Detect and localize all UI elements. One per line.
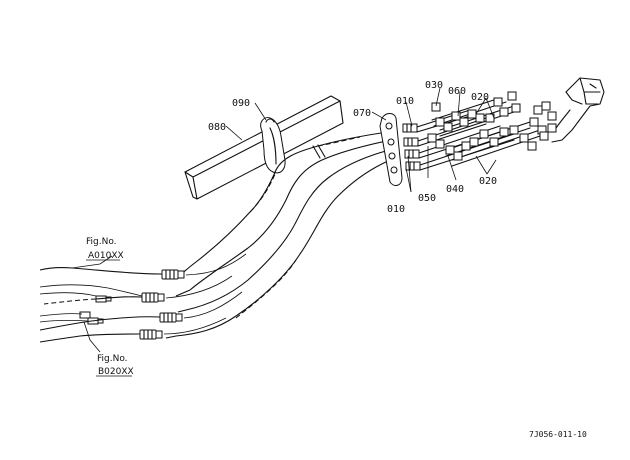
- adapter-row-3: [404, 149, 420, 159]
- manifold-fittings: [402, 91, 557, 171]
- fitting-lower-middle: [159, 312, 183, 323]
- callout-010-upper: 010: [396, 96, 414, 107]
- fig-a-title: Fig.No.: [86, 237, 117, 247]
- fitting-upper-middle: [141, 292, 165, 303]
- callout-050: 050: [418, 193, 436, 204]
- leader-lines: [71, 87, 497, 353]
- fitting-lower-left: [139, 329, 163, 340]
- hose-clamp-part-090: [260, 117, 286, 174]
- boom-bar-part-080: [184, 95, 344, 200]
- drawing-code: 7J056-011-10: [529, 430, 587, 439]
- callout-080: 080: [208, 122, 226, 133]
- fitting-upper-left: [161, 269, 185, 280]
- callout-040: 040: [446, 184, 464, 195]
- callout-070: 070: [353, 108, 371, 119]
- fig-b-code: B020XX: [98, 367, 134, 377]
- fig-a-code: A010XX: [88, 251, 124, 261]
- callout-020-upper: 020: [471, 92, 489, 103]
- callout-030: 030: [425, 80, 443, 91]
- callout-060: 060: [448, 86, 466, 97]
- callout-010-lower: 010: [387, 204, 405, 215]
- left-fittings: [39, 253, 247, 343]
- adapter-row-1: [402, 123, 418, 133]
- callout-020-lower: 020: [479, 176, 497, 187]
- bracket-plate-part-070: [379, 113, 403, 186]
- fig-b-title: Fig.No.: [97, 354, 128, 364]
- adapter-row-4: [405, 161, 421, 171]
- adapter-row-2: [403, 137, 419, 147]
- fitting-small-left-3: [79, 311, 91, 319]
- callout-090: 090: [232, 98, 250, 109]
- nut-cluster-upper: [431, 91, 521, 132]
- nut-cluster-lower: [427, 117, 547, 161]
- hose-bundle: [165, 131, 396, 339]
- valve-bracket: [551, 77, 605, 143]
